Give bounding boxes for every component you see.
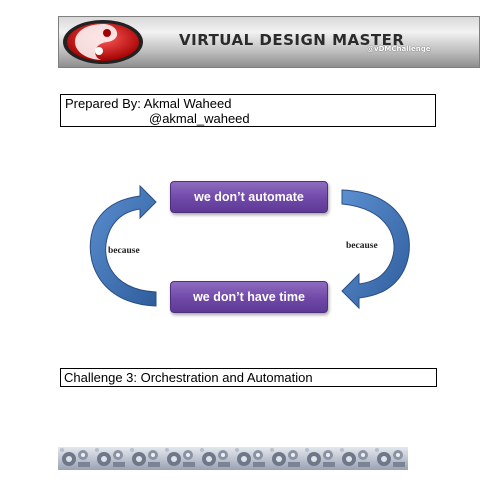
prepared-by-handle: @akmal_waheed bbox=[149, 111, 250, 126]
header-banner: VIRTUAL DESIGN MASTER @vDMChallenge bbox=[58, 16, 480, 68]
prepared-by-box: Prepared By: Akmal Waheed @akmal_waheed bbox=[60, 94, 436, 127]
yin-yang-logo-icon bbox=[63, 20, 143, 64]
cycle-arrows bbox=[89, 184, 410, 310]
we-dont-automate-box: we don’t automate bbox=[170, 181, 328, 213]
challenge-title-box: Challenge 3: Orchestration and Automatio… bbox=[60, 368, 437, 387]
left-curved-arrow-icon bbox=[89, 184, 157, 307]
we-dont-have-time-box: we don’t have time bbox=[170, 281, 328, 313]
right-curved-arrow-icon bbox=[341, 189, 410, 310]
cycle-diagram: we don’t automate we don’t have time bec… bbox=[84, 178, 414, 318]
banner-subtitle: @vDMChallenge bbox=[367, 45, 431, 53]
prepared-by-name: Prepared By: Akmal Waheed bbox=[65, 96, 232, 111]
banner-title: VIRTUAL DESIGN MASTER bbox=[179, 31, 405, 49]
gear-strip-icon bbox=[58, 447, 408, 470]
because-left-label: because bbox=[108, 246, 140, 256]
because-right-label: because bbox=[346, 241, 378, 251]
